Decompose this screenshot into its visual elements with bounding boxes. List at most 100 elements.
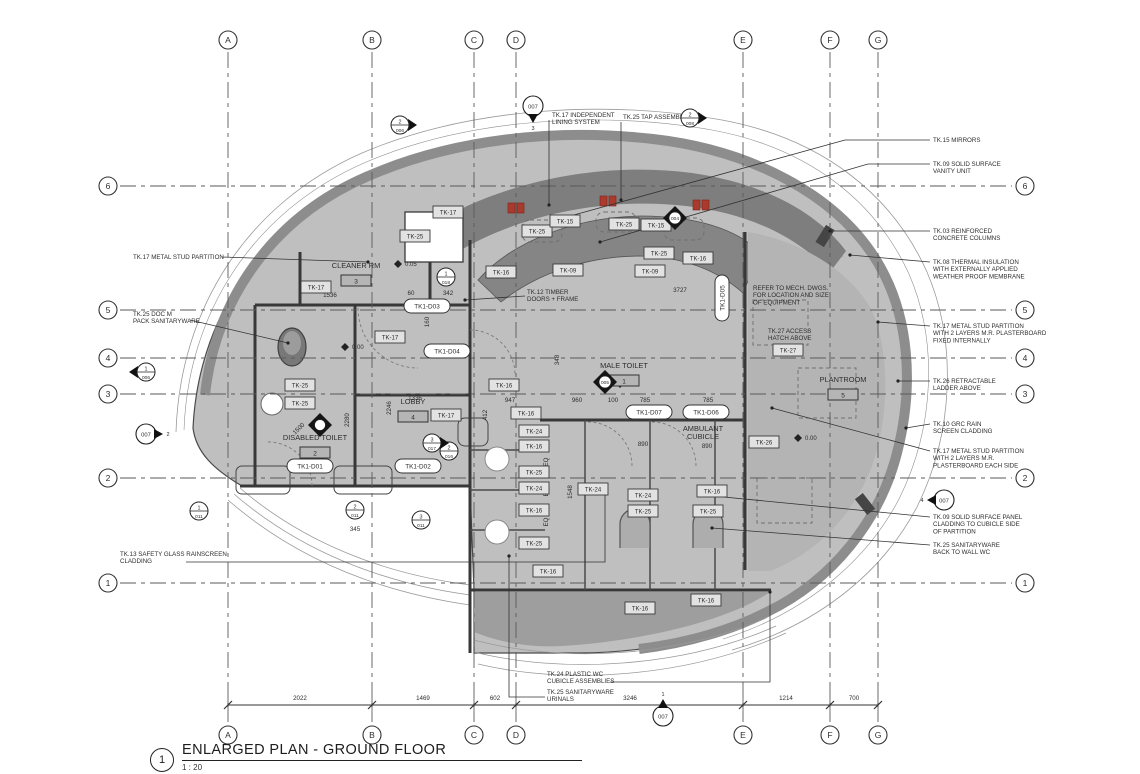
svg-text:AMBULANT: AMBULANT [683, 424, 724, 433]
svg-text:CUBICLE: CUBICLE [687, 432, 719, 441]
component-tag: TK-25 [608, 217, 640, 231]
component-tag: TK-16 [624, 601, 656, 615]
svg-text:TK-17: TK-17 [438, 413, 455, 419]
annotation: TK.15 MIRRORS [933, 137, 980, 144]
svg-text:5: 5 [841, 393, 845, 400]
component-tag: TK-26 [748, 435, 780, 449]
svg-text:TK-16: TK-16 [526, 444, 543, 450]
component-tag: TK-25 [399, 229, 431, 243]
svg-text:1: 1 [145, 367, 148, 373]
dimension-chain [223, 698, 883, 712]
leader-line [877, 321, 931, 327]
component-tag: TK-15 [549, 214, 581, 228]
component-tag: TK-09 [552, 263, 584, 277]
tap-assembly-icon [692, 199, 710, 211]
svg-text:TK-26: TK-26 [756, 440, 773, 446]
leader-line [189, 319, 289, 344]
dimension-label: EQ [543, 517, 550, 526]
svg-text:TK-17: TK-17 [382, 335, 399, 341]
tap-assemblies-layer [507, 195, 710, 214]
component-tag: TK-27 [772, 343, 804, 357]
svg-text:6: 6 [1023, 181, 1028, 191]
svg-text:5: 5 [106, 305, 111, 315]
drawing-title: ENLARGED PLAN - GROUND FLOOR [182, 742, 582, 761]
svg-text:004: 004 [671, 216, 679, 222]
svg-text:B: B [369, 35, 375, 45]
svg-text:TK-24: TK-24 [635, 493, 652, 499]
component-tag: TK-17 [300, 280, 332, 294]
svg-text:B: B [369, 730, 375, 740]
svg-text:TK-16: TK-16 [526, 508, 543, 514]
svg-text:007: 007 [528, 105, 538, 111]
leader-line [464, 295, 526, 301]
svg-text:TK-17: TK-17 [440, 210, 457, 216]
svg-text:E: E [740, 730, 746, 740]
dimension-label: 1214 [779, 695, 793, 702]
svg-text:3: 3 [354, 279, 358, 286]
component-tag: TK-25 [692, 504, 724, 518]
svg-text:TK-27: TK-27 [780, 348, 797, 354]
room-label: CLEANER RM3 [332, 261, 380, 287]
component-tag: TK-25 [643, 246, 675, 260]
detail-number-bubble: 1 [150, 748, 174, 772]
annotation: TK.25 TAP ASSEMBLY [623, 114, 687, 121]
component-tag: TK-17 [432, 205, 464, 219]
dimension-label: 3246 [623, 695, 637, 702]
svg-text:D: D [513, 35, 519, 45]
component-tag: TK-25 [627, 504, 659, 518]
svg-text:TK1-D07: TK1-D07 [636, 410, 662, 417]
svg-text:0.00: 0.00 [352, 345, 364, 351]
svg-text:TK1-D02: TK1-D02 [405, 464, 431, 471]
svg-text:2: 2 [106, 473, 111, 483]
disabled-basin [260, 392, 284, 416]
door-tag-TK1-D04: TK1-D04 [423, 343, 471, 359]
leader-line [221, 256, 369, 263]
svg-text:DISABLED TOILET: DISABLED TOILET [283, 433, 348, 442]
plant-equipment [797, 367, 857, 419]
leader-line [711, 527, 931, 546]
svg-text:017: 017 [428, 446, 436, 452]
disabled-wc-seat [283, 331, 301, 355]
component-tag: TK-15 [640, 218, 672, 232]
svg-text:2: 2 [448, 446, 451, 452]
annotation: REFER TO MECH. DWGS.FOR LOCATION AND SIZ… [753, 285, 829, 306]
dimension-label: 348 [554, 354, 561, 365]
component-tag: TK-25 [284, 396, 316, 410]
dimension-label: 2022 [293, 695, 307, 702]
svg-text:TK-16: TK-16 [518, 411, 535, 417]
svg-text:C: C [471, 730, 477, 740]
urinal [484, 446, 510, 472]
component-tag: TK-24 [577, 482, 609, 496]
leader-line [599, 163, 930, 243]
dimension-label: 342 [443, 290, 454, 297]
svg-text:2: 2 [399, 120, 402, 126]
dimension-label: 100 [608, 397, 619, 404]
svg-text:1: 1 [198, 506, 201, 512]
grid-column-E: EE [733, 30, 753, 745]
svg-text:4: 4 [106, 353, 111, 363]
tap-assembly-icon [599, 195, 617, 207]
component-tag: TK-16 [485, 265, 517, 279]
svg-text:TK-16: TK-16 [690, 256, 707, 262]
component-tag: TK-25 [521, 224, 553, 238]
